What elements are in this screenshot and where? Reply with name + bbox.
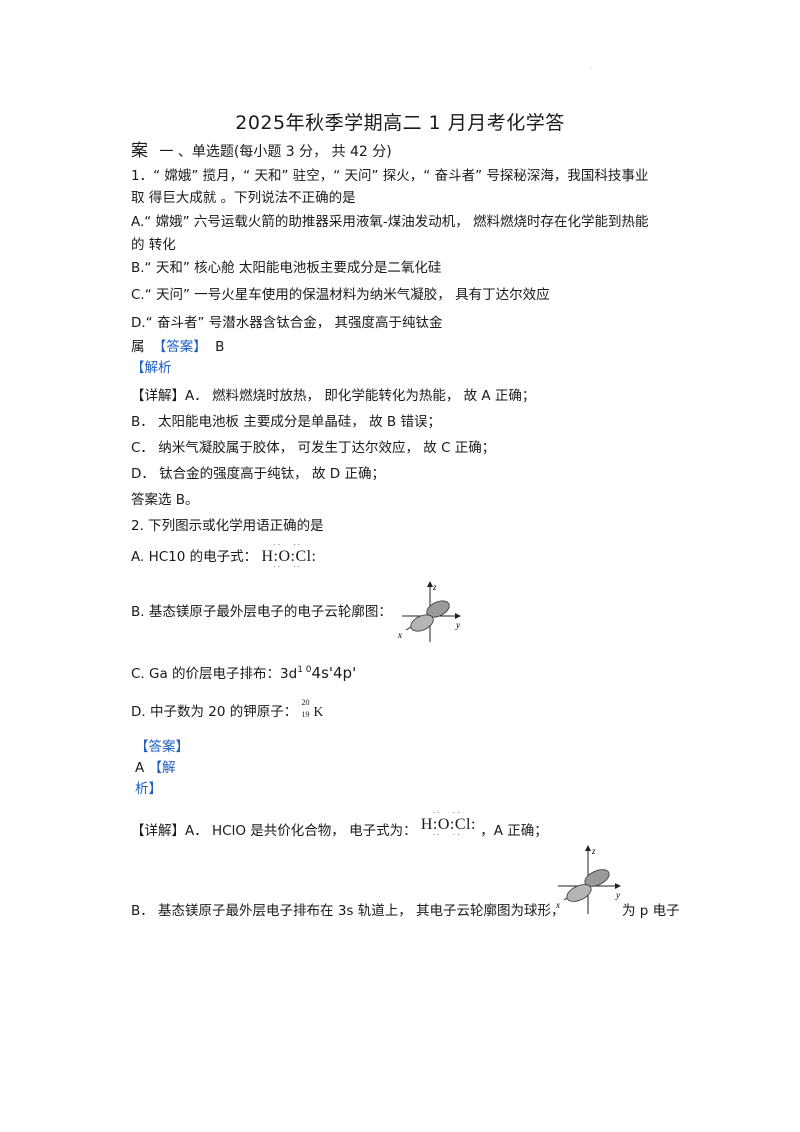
axis-x-label-detail: x [555, 900, 560, 910]
section-label: 一 、单选题(每小题 3 分， 共 42 分) [159, 144, 392, 160]
q2-detail-a-prefix: 【详解】A． HClO 是共价化合物， 电子式为： [131, 823, 417, 839]
lone-pair-dots-top: ·· ·· [273, 541, 303, 549]
isotope-atomic: 19 [301, 710, 310, 719]
q2-detail-a: 【详解】A． HClO 是共价化合物， 电子式为： ·· ·· H:O:Cl: … [131, 810, 548, 840]
axis-z-label: z [432, 582, 437, 592]
q1-option-c: C.“ 天问” 一号火星车使用的保温材料为纳米气凝胶， 具有丁达尔效应 [131, 287, 550, 303]
q1-detail-b: B． 太阳能电池板 主要成分是单晶硅， 故 B 错误； [131, 414, 441, 430]
q1-option-a-line1: A.“ 嫦娥” 六号运载火箭的助推器采用液氧-煤油发动机， 燃料燃烧时存在化学能… [131, 214, 649, 230]
q1-detail-a: 【详解】A． 燃料燃烧时放热， 即化学能转化为热能， 故 A 正确； [131, 388, 536, 404]
q1-stem-line2: 取 得巨大成就 。下列说法不正确的是 [131, 190, 356, 206]
q1-conclusion: 答案选 B。 [131, 492, 199, 508]
q2-option-c: C. Ga 的价层电子排布：3d1 04s'4p' [131, 661, 356, 683]
q1-detail-d: D． 钛合金的强度高于纯钛， 故 D 正确； [131, 466, 385, 482]
q2-option-b-prefix: B. 基态镁原子最外层电子的电子云轮廓图： [131, 604, 392, 620]
isotope-notation: 20 19 [302, 698, 314, 719]
lewis-formula: H:O:Cl: [261, 548, 317, 565]
p-orbital-figure-detail: z y x [552, 844, 632, 916]
section-prefix: 案 [131, 141, 148, 161]
lewis-structure: ·· ·· H:O:Cl: ·· ·· [261, 542, 317, 571]
q2-analysis-part1: 【解 [148, 760, 176, 776]
p-orbital-diagram: z y x [397, 581, 461, 642]
q1-option-b: B.“ 天和” 核心舱 太阳能电池板主要成分是二氧化硅 [131, 260, 442, 276]
axis-x-label: x [397, 630, 402, 640]
q1-answer-line: 属 【答案】 B [131, 338, 224, 356]
q2-option-a-prefix: A. HC10 的电子式： [131, 549, 258, 565]
section-heading: 案 一 、单选题(每小题 3 分， 共 42 分) [131, 142, 392, 161]
q1-answer-label: 【答案】 [152, 339, 207, 355]
lone-pair-dots-bottom: ·· ·· [273, 563, 303, 571]
q1-option-d-line1: D.“ 奋斗者” 号潜水器含钛合金， 其强度高于纯钛金 [131, 315, 443, 331]
q1-option-d-line2: 属 [131, 339, 145, 355]
q2-option-a: A. HC10 的电子式： ·· ·· H:O:Cl: ·· ·· [131, 542, 317, 571]
q1-option-a-line2: 的 转化 [131, 237, 176, 253]
q2-analysis-part2: 析】 [135, 781, 162, 797]
q2-option-c-rest: 4s'4p' [311, 664, 357, 682]
lewis-formula-detail: H:O:Cl: [420, 816, 476, 833]
lone-pair-dots-top-detail: ·· ·· [432, 809, 462, 817]
isotope-symbol: K [313, 704, 324, 719]
axis-z-label-detail: z [591, 846, 596, 856]
q2-option-d: D. 中子数为 20 的钾原子： 20 19 K [131, 698, 324, 721]
q2-option-c-sup: 1 0 [297, 665, 312, 675]
isotope-mass: 20 [301, 698, 310, 707]
q2-option-c-prefix: C. Ga 的价层电子排布：3d [131, 666, 298, 682]
q2-detail-b-suffix: 为 p 电子 [622, 903, 680, 919]
page-title: 2025年秋季学期高二 1 月月考化学答 [235, 112, 565, 134]
lewis-structure-detail: ·· ·· H:O:Cl: ·· ·· [420, 810, 476, 839]
q2-detail-a-suffix: ，A 正确； [480, 823, 548, 839]
axis-y-label: y [455, 620, 460, 630]
q2-detail-b-prefix: B． 基态镁原子最外层电子排布在 3s 轨道上， 其电子云轮廓图为球形， [131, 903, 565, 919]
q2-stem: 2. 下列图示或化学用语正确的是 [131, 518, 324, 534]
p-orbital-diagram-detail: z y x [555, 845, 621, 914]
axis-y-label-detail: y [615, 890, 620, 900]
q2-answer-value: A [135, 760, 145, 776]
header-mark: . [590, 64, 592, 71]
q1-detail-c: C． 纳米气凝胶属于胶体， 可发生丁达尔效应， 故 C 正确； [131, 440, 496, 456]
p-orbital-figure: z y x [392, 580, 472, 646]
lone-pair-dots-bottom-detail: ·· ·· [432, 831, 462, 839]
q2-answer-line: A 【解 [135, 759, 176, 777]
q1-stem-line1: 1．“ 嫦娥” 揽月，“ 天和” 驻空，“ 天问” 探火，“ 奋斗者” 号探秘深… [131, 168, 649, 184]
q1-analysis-label: 【解析 [131, 360, 172, 376]
q2-option-d-prefix: D. 中子数为 20 的钾原子： [131, 704, 298, 720]
q2-answer-label: 【答案】 [135, 739, 189, 755]
q1-answer-value: B [215, 339, 225, 355]
